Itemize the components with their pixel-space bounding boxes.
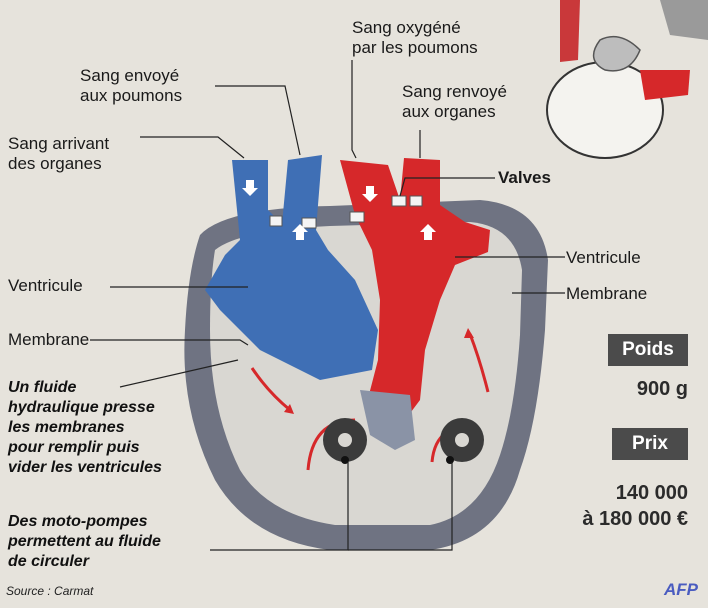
prix-value: 140 000 à 180 000 € [500, 480, 688, 532]
label-ventricule-left: Ventricule [8, 276, 83, 296]
label-sang-arrivant-organes: Sang arrivant des organes [8, 134, 109, 174]
label-valves: Valves [498, 168, 551, 188]
label-membrane-right: Membrane [566, 284, 647, 304]
poids-badge: Poids [608, 334, 688, 366]
note-moto-pompes: Des moto-pompes permettent au fluide de … [8, 512, 161, 572]
heart-inset-illustration [547, 0, 708, 158]
note-fluide-hydraulique: Un fluide hydraulique presse les membran… [8, 378, 162, 478]
prix-badge: Prix [612, 428, 688, 460]
label-ventricule-right: Ventricule [566, 248, 641, 268]
label-sang-renvoye-organes: Sang renvoyé aux organes [402, 82, 507, 122]
label-sang-envoye-poumons: Sang envoyé aux poumons [80, 66, 182, 106]
poids-value: 900 g [560, 378, 688, 401]
label-membrane-left: Membrane [8, 330, 89, 350]
source-credit: Source : Carmat [6, 584, 93, 598]
label-sang-oxygene: Sang oxygéné par les poumons [352, 18, 478, 58]
afp-logo: AFP [664, 580, 698, 600]
